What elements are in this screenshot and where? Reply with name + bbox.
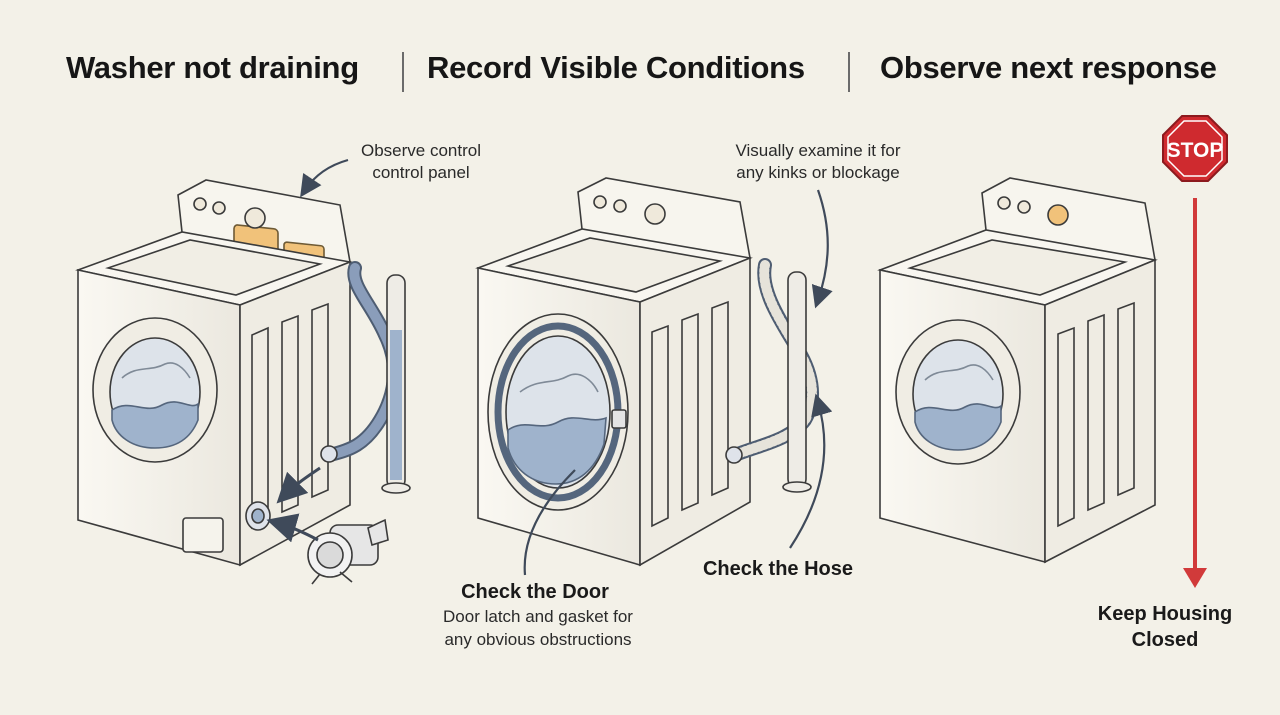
- keep-housing-line1: Keep Housing: [1097, 603, 1233, 625]
- washer-icon: [75, 158, 411, 585]
- down-arrow-icon: [1183, 198, 1207, 588]
- drain-pump-icon: [307, 518, 389, 585]
- stop-sign-text: STOP: [1167, 139, 1224, 162]
- step-3-title: Observe next response: [880, 50, 1217, 85]
- header-divider: [402, 52, 404, 92]
- header-divider: [848, 52, 850, 92]
- check-door-line1: Door latch and gasket for: [443, 607, 633, 626]
- stop-sign-icon: STOP: [1162, 115, 1228, 182]
- control-panel-note: Observe control control panel: [346, 140, 496, 184]
- step-1-title: Washer not draining: [66, 50, 359, 85]
- control-panel-note-line1: Observe control: [361, 141, 481, 160]
- washer-icon: [475, 177, 833, 576]
- keep-housing-line2: Closed: [1131, 629, 1199, 651]
- hose-examine-note-line2: any kinks or blockage: [736, 163, 900, 182]
- check-hose-title: Check the Hose: [702, 558, 854, 580]
- check-door-description: Door latch and gasket for any obvious ob…: [418, 605, 658, 651]
- washer-icon: [877, 177, 1158, 564]
- keep-housing-closed-label: Keep Housing Closed: [1085, 601, 1245, 653]
- check-door-title: Check the Door: [461, 581, 609, 603]
- check-door-line2: any obvious obstructions: [444, 630, 632, 649]
- step-header: Washer not draining Record Visible Condi…: [0, 50, 1280, 94]
- hose-examine-note: Visually examine it for any kinks or blo…: [718, 140, 918, 184]
- control-panel-note-line2: control panel: [372, 163, 470, 182]
- hose-examine-note-line1: Visually examine it for: [735, 141, 901, 160]
- step-2-title: Record Visible Conditions: [427, 50, 805, 85]
